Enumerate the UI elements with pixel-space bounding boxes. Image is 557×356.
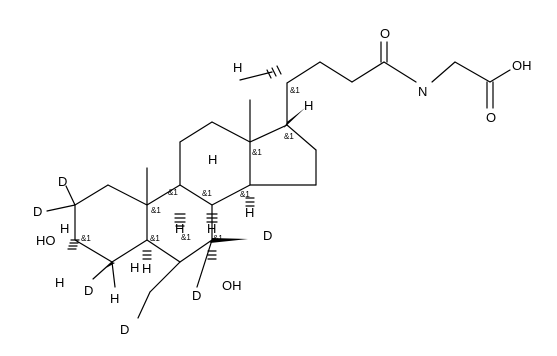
atom-d: D: [58, 174, 67, 189]
atom-h: D: [120, 322, 129, 337]
stereo-label: &1: [181, 233, 191, 242]
stereo-label: &1: [150, 234, 160, 243]
stereo-label: &1: [252, 148, 262, 157]
bond: [266, 65, 282, 79]
bond: [107, 184, 148, 206]
atom-h: H: [130, 260, 139, 275]
bond: [146, 239, 181, 263]
atom-h: H: [175, 221, 184, 236]
stereo-label: &1: [290, 86, 300, 95]
stereo-labels: &1 &1 &1 &1 &1 &1 &1 &1 &1 &1 &1: [81, 86, 300, 243]
atom-d: D: [84, 283, 93, 298]
atom-h: H: [55, 275, 64, 290]
bond: [74, 184, 109, 206]
stereo-label: &1: [240, 190, 250, 199]
bond: [245, 197, 255, 207]
atom-d: D: [192, 288, 201, 303]
bond: [286, 124, 317, 151]
atom-h: H: [110, 291, 119, 306]
bond: [92, 261, 113, 280]
bonds: [46, 41, 511, 319]
bond: [206, 213, 218, 223]
atom-labels: D D HO H D H D H H H H H OH D D H H H H …: [33, 26, 532, 337]
bond: [74, 239, 113, 263]
bond: [196, 239, 213, 288]
bond: [106, 262, 115, 268]
atom-h: H: [233, 60, 242, 75]
bond: [65, 185, 76, 206]
bond: [239, 71, 273, 81]
bond: [284, 108, 305, 128]
hashed-bonds: [67, 65, 282, 260]
bond: [489, 69, 511, 83]
bond: [207, 250, 217, 260]
bond: [174, 213, 186, 227]
bond: [351, 61, 385, 83]
bond: [111, 261, 116, 288]
bond: [211, 121, 251, 143]
bond: [146, 184, 181, 206]
stereo-label: &1: [202, 189, 212, 198]
bond: [319, 61, 353, 83]
stereo-label: &1: [168, 188, 178, 197]
atom-h: H: [60, 221, 69, 236]
atom-oh: OH: [222, 278, 242, 293]
bond: [149, 261, 181, 293]
wedge-bonds: [106, 108, 305, 268]
stereo-label: &1: [151, 206, 161, 215]
bond: [142, 250, 152, 260]
atom-d: D: [33, 204, 42, 219]
bond: [179, 184, 213, 206]
bond: [111, 239, 148, 263]
bond: [179, 121, 213, 143]
atom-h: H: [208, 152, 217, 167]
bond: [431, 61, 456, 83]
bond: [454, 61, 491, 83]
atom-n: N: [418, 84, 427, 99]
atom-ho: HO: [36, 233, 56, 248]
bond: [286, 61, 321, 84]
stereo-label: &1: [81, 234, 91, 243]
atom-oh: OH: [512, 58, 532, 73]
bond: [179, 239, 213, 263]
bond: [383, 61, 417, 83]
atom-h: H: [207, 221, 216, 236]
atom-h: H: [245, 205, 254, 220]
bond: [46, 204, 76, 212]
bond: [249, 124, 288, 143]
methyl-markers: [239, 71, 273, 81]
atom-h: D: [263, 228, 272, 243]
stereo-label: &1: [213, 234, 223, 243]
atom-h: H: [142, 261, 151, 276]
stereo-label: &1: [284, 132, 294, 141]
atom-o: O: [486, 110, 496, 125]
bond: [211, 184, 251, 206]
atom-h: H: [304, 98, 313, 113]
bond: [210, 238, 248, 243]
bond: [67, 239, 80, 250]
bond: [137, 291, 151, 319]
atom-o: O: [380, 26, 390, 41]
